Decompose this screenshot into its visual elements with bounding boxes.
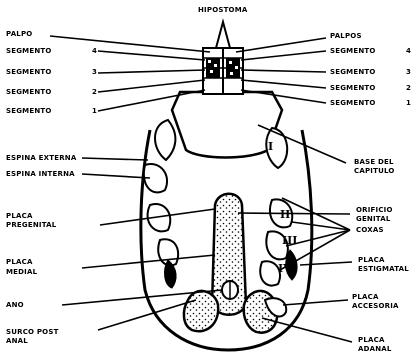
label-segmento-right-1: SEGMENTO — [330, 99, 376, 107]
label-surco-post-anal-2: ANAL — [6, 337, 28, 345]
label-hipostoma: HIPOSTOMA — [198, 6, 248, 14]
hypostome — [216, 22, 230, 48]
label-placa-estigmatal-1: PLACA — [358, 256, 385, 264]
label-palpo: PALPO — [6, 30, 32, 38]
label-espina-externa: ESPINA EXTERNA — [6, 154, 76, 162]
label-segmento-right-4: SEGMENTO — [330, 47, 376, 55]
label-base-capitulo-2: CAPITULO — [354, 167, 395, 175]
num-right-3: 3 — [406, 68, 411, 76]
label-coxas: COXAS — [356, 226, 384, 234]
label-placa-estigmatal-2: ESTIGMATAL — [358, 265, 409, 273]
num-right-2: 2 — [406, 84, 411, 92]
label-placa-adanal-1: PLACA — [358, 336, 385, 344]
label-segmento-right-3: SEGMENTO — [330, 68, 376, 76]
num-left-4: 4 — [92, 47, 97, 55]
label-palpos: PALPOS — [330, 32, 362, 40]
label-espina-interna: ESPINA INTERNA — [6, 170, 75, 178]
num-right-4: 4 — [406, 47, 411, 55]
label-base-capitulo-1: BASE DEL — [354, 158, 394, 166]
label-placa-accesoria-2: ACCESORIA — [352, 302, 399, 310]
label-placa-adanal-2: ADANAL — [358, 345, 392, 353]
label-placa-accesoria-1: PLACA — [352, 293, 379, 301]
coxa-numeral-3: III — [282, 234, 297, 247]
adanal-plate-left — [184, 291, 218, 331]
label-orificio-2: GENITAL — [356, 215, 391, 223]
label-ano: ANO — [6, 301, 24, 309]
coxa-numeral-2: II — [280, 208, 290, 221]
coxa-1-left — [155, 120, 175, 160]
num-left-2: 2 — [92, 88, 97, 96]
label-segmento-left-3: SEGMENTO — [6, 68, 52, 76]
label-segmento-left-2: SEGMENTO — [6, 88, 52, 96]
coxa-numeral-4: IV — [278, 262, 292, 275]
label-segmento-right-2: SEGMENTO — [330, 84, 376, 92]
num-left-3: 3 — [92, 68, 97, 76]
label-segmento-left-4: SEGMENTO — [6, 47, 52, 55]
palps — [203, 48, 243, 94]
num-right-1: 1 — [406, 99, 411, 107]
label-segmento-left-1: SEGMENTO — [6, 107, 52, 115]
label-placa-medial-1: PLACA — [6, 258, 33, 266]
label-placa-pregenital-2: PREGENITAL — [6, 221, 56, 229]
coxa-numeral-1: I — [268, 140, 273, 153]
label-surco-post-anal-1: SURCO POST — [6, 328, 59, 336]
num-left-1: 1 — [92, 107, 97, 115]
label-orificio-1: ORIFICIO — [356, 206, 393, 214]
label-placa-medial-2: MEDIAL — [6, 268, 37, 276]
label-placa-pregenital-1: PLACA — [6, 212, 33, 220]
